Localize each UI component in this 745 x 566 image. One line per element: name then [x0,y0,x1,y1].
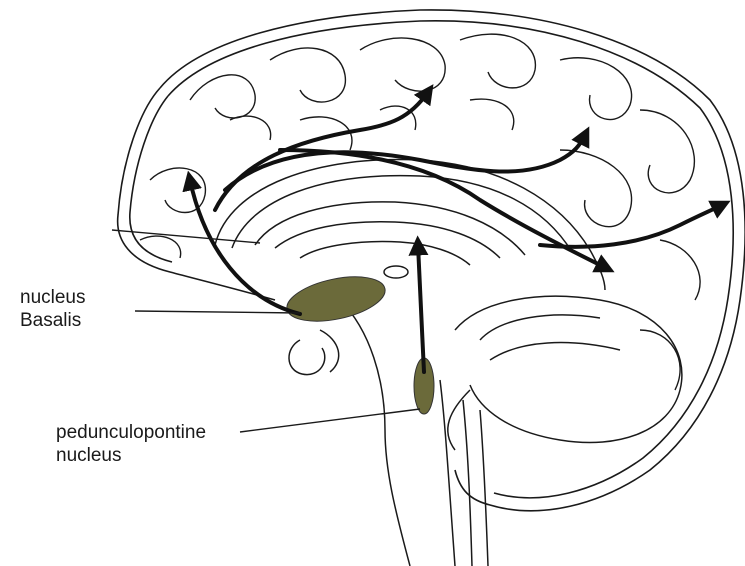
brain-outline [118,10,745,511]
label-nucleus-basalis: nucleus Basalis [20,286,86,332]
leader-line-pedunculopontine [240,409,420,432]
arrow-midline [225,135,585,190]
label-pedunculopontine-line2: nucleus [56,444,206,467]
arrow-occipital [540,205,722,247]
cortex-folds [140,34,700,390]
nucleus-basalis-shape [283,269,389,329]
label-nucleus-basalis-line1: nucleus [20,286,86,309]
leader-line-basalis [135,311,300,313]
label-pedunculopontine-line1: pedunculopontine [56,421,206,444]
corpus-callosum [215,159,605,290]
leader-lines [112,230,420,432]
arrow-brainstem [418,245,424,372]
label-pedunculopontine: pedunculopontine nucleus [56,421,206,467]
label-nucleus-basalis-line2: Basalis [20,309,86,332]
